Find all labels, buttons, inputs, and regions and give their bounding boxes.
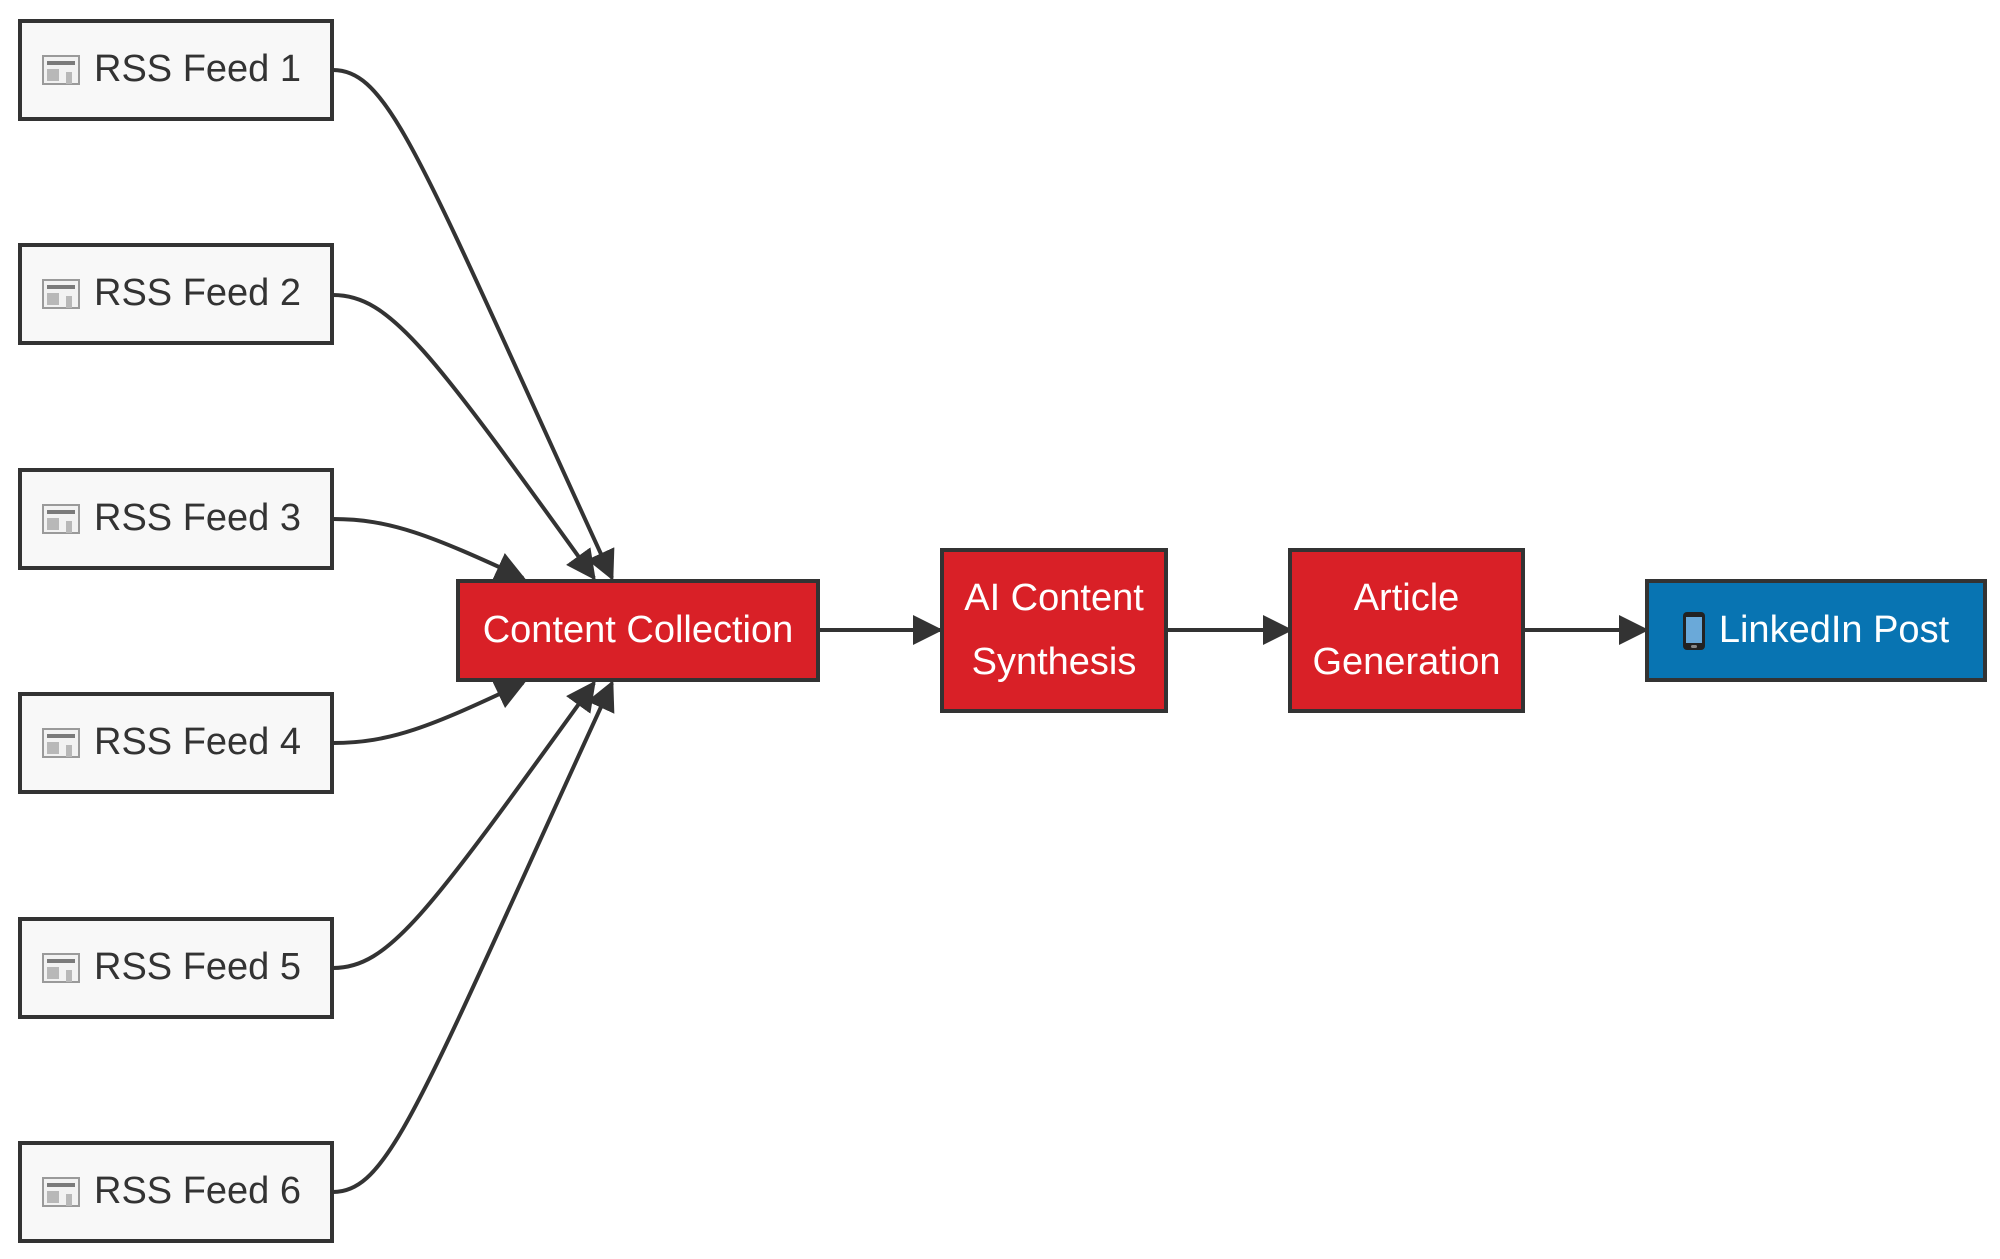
synthesis-label-line-1: AI Content — [964, 576, 1144, 619]
linkedin-post-label: LinkedIn Post — [1718, 608, 1950, 651]
content-collection-node: Content Collection — [456, 579, 820, 682]
newspaper-icon — [42, 1177, 80, 1207]
newspaper-icon — [42, 728, 80, 758]
edge-feed2-collection — [332, 293, 596, 581]
rss-feed-label: RSS Feed 2 — [94, 272, 301, 315]
rss-feed-node-3: RSS Feed 3 — [18, 468, 334, 570]
rss-feed-label: RSS Feed 5 — [94, 946, 301, 989]
rss-feed-node-4: RSS Feed 4 — [18, 692, 334, 794]
edge-feed5-collection — [332, 680, 596, 970]
generation-label-line-2: Generation — [1312, 640, 1501, 683]
edge-feed6-collection — [332, 680, 615, 1194]
newspaper-icon — [42, 55, 80, 85]
rss-feed-node-1: RSS Feed 1 — [18, 19, 334, 121]
newspaper-icon — [42, 953, 80, 983]
rss-feed-label: RSS Feed 1 — [94, 48, 301, 91]
rss-feed-node-5: RSS Feed 5 — [18, 917, 334, 1019]
rss-feed-label: RSS Feed 3 — [94, 497, 301, 540]
content-collection-label: Content Collection — [482, 608, 794, 651]
rss-feed-node-6: RSS Feed 6 — [18, 1141, 334, 1243]
rss-feed-node-2: RSS Feed 2 — [18, 243, 334, 345]
rss-feed-label: RSS Feed 6 — [94, 1170, 301, 1213]
synthesis-label-line-2: Synthesis — [971, 640, 1137, 683]
edge-feed3-collection — [332, 517, 526, 581]
newspaper-icon — [42, 504, 80, 534]
article-generation-node: Article Generation — [1288, 548, 1525, 713]
generation-label-line-1: Article — [1353, 576, 1460, 619]
rss-feed-label: RSS Feed 4 — [94, 721, 301, 764]
newspaper-icon — [42, 279, 80, 309]
mobile-phone-icon — [1682, 611, 1705, 650]
edge-feed1-collection — [332, 68, 615, 581]
linkedin-post-node: LinkedIn Post — [1645, 579, 1987, 682]
edge-feed4-collection — [332, 680, 526, 745]
ai-content-synthesis-node: AI Content Synthesis — [940, 548, 1168, 713]
